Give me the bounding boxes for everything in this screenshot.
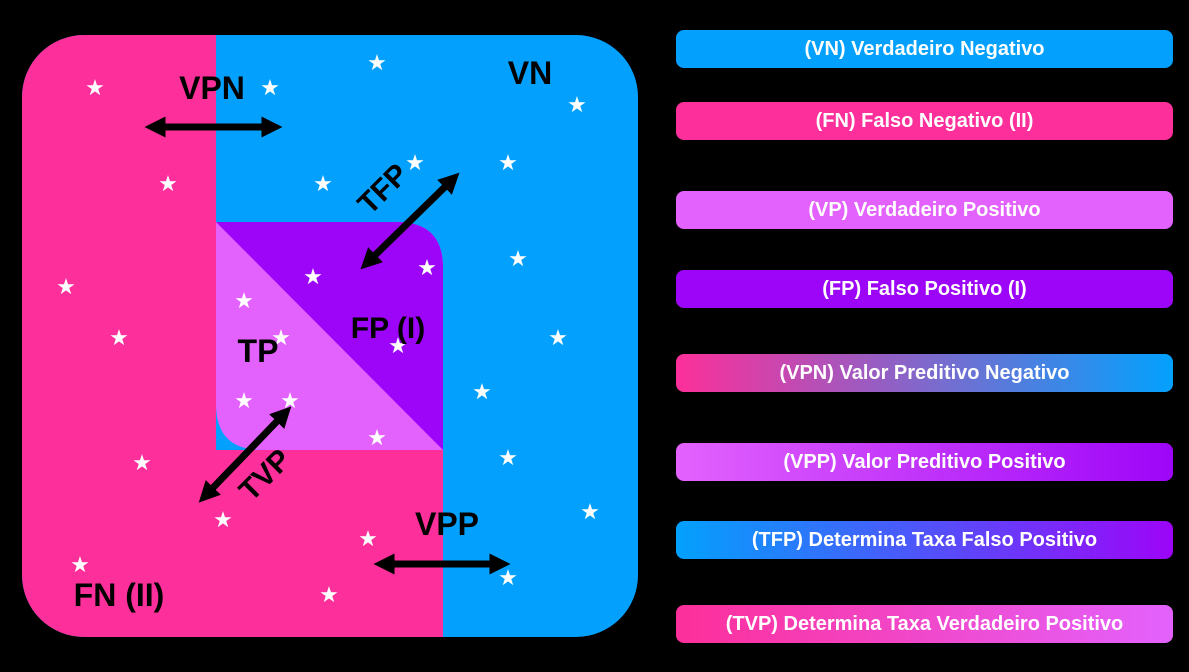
tvp-arrow	[198, 406, 292, 503]
star-icon: ★	[548, 326, 568, 351]
star-icon: ★	[271, 326, 291, 351]
legend-item: (TFP) Determina Taxa Falso Positivo	[676, 521, 1173, 559]
fn-region	[22, 35, 443, 637]
star-icon: ★	[303, 265, 323, 290]
star-icon: ★	[388, 334, 408, 359]
star-icon: ★	[213, 508, 233, 533]
star-icon: ★	[56, 275, 76, 300]
star-field: ★ ★ ★ ★ ★ ★ ★ ★ ★ ★ ★ ★ ★ ★ ★ ★ ★ ★ ★ ★ ★ ★ ★ ★ ★ ★ ★ ★ ★	[56, 51, 600, 608]
legend-item: (VPN) Valor Preditivo Negativo	[676, 354, 1173, 392]
star-icon: ★	[280, 389, 300, 414]
star-icon: ★	[358, 527, 378, 552]
star-icon: ★	[319, 583, 339, 608]
star-icon: ★	[132, 451, 152, 476]
vpn-label: VPN	[179, 70, 245, 106]
fp-label: FP (I)	[351, 312, 425, 345]
star-icon: ★	[567, 93, 587, 118]
star-icon: ★	[498, 566, 518, 591]
star-icon: ★	[417, 256, 437, 281]
star-icon: ★	[109, 326, 129, 351]
star-icon: ★	[498, 446, 518, 471]
legend-item: (TVP) Determina Taxa Verdadeiro Positivo	[676, 605, 1173, 643]
fp-region	[216, 222, 443, 450]
star-icon: ★	[405, 151, 425, 176]
fn-label: FN (II)	[74, 577, 165, 613]
star-icon: ★	[472, 380, 492, 405]
legend-item: (VPP) Valor Preditivo Positivo	[676, 443, 1173, 481]
star-icon: ★	[234, 389, 254, 414]
star-icon: ★	[508, 247, 528, 272]
star-icon: ★	[313, 172, 333, 197]
star-icon: ★	[367, 426, 387, 451]
star-icon: ★	[367, 51, 387, 76]
star-icon: ★	[70, 553, 90, 578]
star-icon: ★	[260, 76, 280, 101]
legend-item: (FP) Falso Positivo (I)	[676, 270, 1173, 308]
star-icon: ★	[234, 289, 254, 314]
vpp-label: VPP	[415, 506, 479, 542]
star-icon: ★	[85, 76, 105, 101]
tp-label: TP	[238, 333, 279, 369]
legend-item: (VN) Verdadeiro Negativo	[676, 30, 1173, 68]
tfp-arrow	[360, 172, 460, 270]
star-icon: ★	[158, 172, 178, 197]
outer-square	[22, 35, 638, 637]
legend-item: (FN) Falso Negativo (II)	[676, 102, 1173, 140]
star-icon: ★	[498, 151, 518, 176]
star-icon: ★	[580, 500, 600, 525]
legend-item: (VP) Verdadeiro Positivo	[676, 191, 1173, 229]
vn-label: VN	[508, 55, 552, 91]
confusion-matrix-diagram: ★★★★★★★★★★★★★★★★★★★★★★★★★★★★★ VN VPN TFP…	[22, 35, 638, 637]
